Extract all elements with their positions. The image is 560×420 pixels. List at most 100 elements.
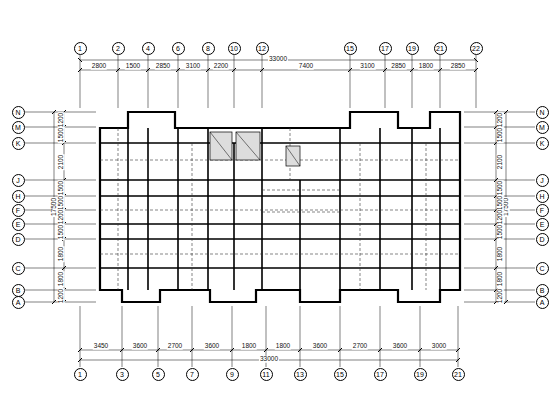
axis-label: A: [16, 299, 21, 306]
leader-line: [52, 300, 56, 304]
dimension-text: 1200: [58, 288, 65, 304]
leader-line: [148, 55, 149, 108]
axis-bubble: D: [12, 233, 25, 246]
axis-bubble: J: [12, 174, 25, 187]
dimension-text: 1500: [497, 127, 504, 143]
dimension-text: 2100: [58, 153, 65, 169]
axis-bubble: A: [536, 296, 549, 309]
axis-bubble: 2: [112, 42, 125, 55]
axis-label: N: [539, 109, 544, 116]
dimension-text: 1800: [275, 343, 291, 350]
axis-label: 17: [381, 45, 389, 52]
dimension-text: 1800: [58, 271, 65, 287]
axis-label: D: [15, 236, 20, 243]
dimension-text: 2800: [91, 63, 107, 70]
axis-label: C: [539, 265, 544, 272]
axis-label: 2: [116, 45, 120, 52]
leader-line: [412, 55, 413, 108]
axis-bubble: 19: [406, 42, 419, 55]
axis-bubble: 8: [202, 42, 215, 55]
dimension-text: 1500: [58, 223, 65, 239]
dimension-text: 1200: [58, 209, 65, 225]
dimension-text: 2700: [352, 343, 368, 350]
axis-bubble: 17: [374, 368, 387, 381]
leader-line: [192, 306, 193, 367]
axis-bubble: D: [536, 233, 549, 246]
leader-line: [234, 55, 235, 108]
axis-label: J: [540, 177, 544, 184]
leader-line: [118, 55, 119, 108]
dimension-text: 3100: [359, 63, 375, 70]
axis-bubble: 6: [172, 42, 185, 55]
dimension-text: 3600: [132, 343, 148, 350]
leader-line: [474, 58, 478, 62]
axis-label: 15: [346, 45, 354, 52]
leader-line: [80, 55, 81, 108]
axis-bubble: N: [536, 106, 549, 119]
axis-bubble: 12: [256, 42, 269, 55]
axis-label: 9: [230, 371, 234, 378]
axis-label: B: [16, 287, 21, 294]
axis-label: 13: [296, 371, 304, 378]
axis-bubble: 21: [452, 368, 465, 381]
dimension-text: 1500: [58, 180, 65, 196]
axis-label: M: [15, 124, 21, 131]
leader-line: [158, 306, 159, 367]
axis-label: 21: [436, 45, 444, 52]
axis-bubble: 13: [294, 368, 307, 381]
axis-bubble: B: [12, 284, 25, 297]
dimension-text: 3600: [392, 343, 408, 350]
axis-bubble: 5: [152, 368, 165, 381]
leader-line: [78, 58, 82, 62]
dimension-text: 2850: [450, 63, 466, 70]
leader-line: [504, 300, 508, 304]
axis-bubble: 1: [74, 368, 87, 381]
axis-bubble: 4: [142, 42, 155, 55]
leader-line: [80, 70, 476, 71]
leader-line: [340, 306, 341, 367]
leader-line: [232, 306, 233, 367]
axis-bubble: 19: [414, 368, 427, 381]
axis-label: 10: [230, 45, 238, 52]
axis-bubble: 21: [434, 42, 447, 55]
axis-bubble: 15: [344, 42, 357, 55]
dimension-text: 17500: [503, 197, 510, 217]
dimension-text: 1800: [241, 343, 257, 350]
dimension-text: 1800: [497, 271, 504, 287]
dimension-text: 2850: [390, 63, 406, 70]
dimension-text: 1500: [497, 180, 504, 196]
axis-bubble: E: [536, 218, 549, 231]
dimension-text: 3000: [431, 343, 447, 350]
axis-bubble: A: [12, 296, 25, 309]
axis-label: 7: [190, 371, 194, 378]
dimension-text: 1500: [58, 127, 65, 143]
dimension-text: 17500: [51, 197, 58, 217]
dimension-text: 7400: [298, 63, 314, 70]
dimension-text: 3600: [312, 343, 328, 350]
axis-label: 5: [156, 371, 160, 378]
axis-bubble: K: [536, 137, 549, 150]
leader-line: [80, 350, 458, 351]
dimension-text: 3600: [204, 343, 220, 350]
axis-label: 17: [376, 371, 384, 378]
axis-label: F: [16, 207, 20, 214]
leader-line: [420, 306, 421, 367]
axis-label: 19: [408, 45, 416, 52]
axis-bubble: M: [12, 121, 25, 134]
leader-line: [178, 55, 179, 108]
axis-label: J: [16, 177, 20, 184]
axis-label: 3: [120, 371, 124, 378]
leader-line: [456, 358, 460, 362]
axis-label: H: [15, 193, 20, 200]
dimension-text: 1800: [418, 63, 434, 70]
leader-line: [78, 358, 82, 362]
leader-line: [350, 55, 351, 108]
axis-bubble: 3: [116, 368, 129, 381]
axis-label: 1: [78, 371, 82, 378]
dimension-text: 2200: [213, 63, 229, 70]
leader-line: [476, 55, 477, 108]
leader-line: [262, 55, 263, 108]
dimension-text: 1200: [58, 111, 65, 127]
axis-label: K: [540, 140, 545, 147]
